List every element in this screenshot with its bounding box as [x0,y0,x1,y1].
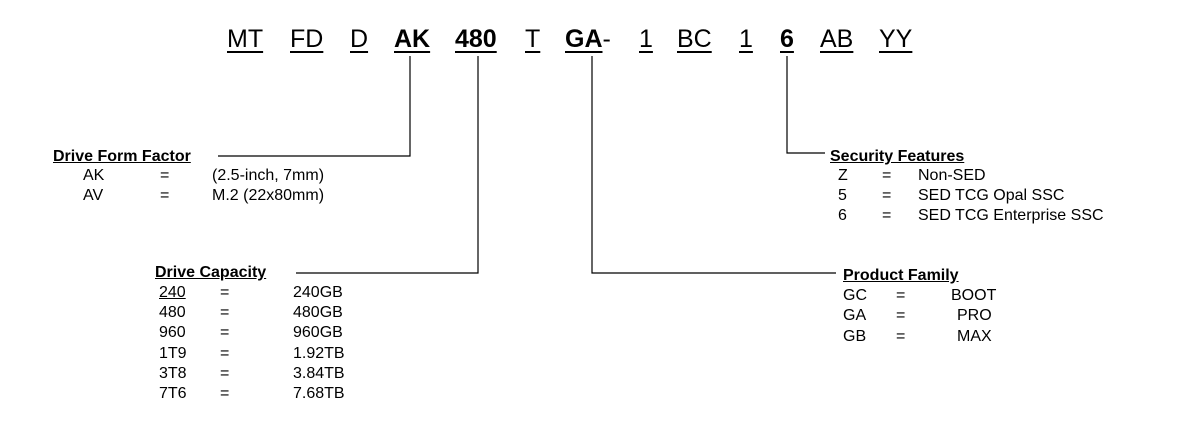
row-code: GC [843,287,867,304]
part-segment-bc: BC [677,25,712,53]
row-code: 5 [838,187,847,204]
row-code: 960 [159,324,186,341]
part-segment-yy: YY [879,25,913,53]
capacity-legend: Drive Capacity 240 = 240GB 480 = 480GB 9… [155,264,375,406]
row-description: Non-SED [918,167,986,184]
part-segment-capacity: 480 [455,25,497,53]
row-description: 480GB [293,304,343,321]
row-code: GB [843,328,867,345]
connector-capacity [296,56,479,274]
row-equals: = [896,328,906,345]
part-number: MT FD D AK 480 T GA- 1 BC 1 6 AB YY [0,0,1178,60]
product-family-legend: Product Family GC = BOOT GA = PRO GB = M… [843,267,1063,349]
row-equals: = [896,287,906,304]
row-equals: = [220,345,230,362]
row-code: 6 [838,207,847,224]
part-segment-ab: AB [820,25,854,53]
row-equals: = [160,187,170,204]
row-description: 3.84TB [293,365,345,382]
part-segment-d: D [350,25,369,53]
connector-form-factor [218,56,411,157]
row-equals: = [896,307,906,324]
row-description: SED TCG Enterprise SSC [918,207,1104,224]
row-equals: = [882,187,892,204]
row-code: AV [83,187,104,204]
part-segment-1b: 1 [739,25,753,53]
row-description: 960GB [293,324,343,341]
row-description: BOOT [951,287,997,304]
connector-security [786,56,825,154]
security-heading: Security Features [830,148,965,165]
part-segment-t: T [525,25,541,53]
row-equals: = [882,167,892,184]
row-equals: = [882,207,892,224]
row-description: 7.68TB [293,385,345,402]
row-equals: = [220,365,230,382]
row-code: 240 [159,284,186,301]
row-description: M.2 (22x80mm) [212,187,325,204]
product-family-heading: Product Family [843,267,959,284]
part-segment-security: 6 [780,25,794,53]
row-code: 1T9 [159,345,187,362]
security-legend: Security Features Z = Non-SED 5 = SED TC… [830,148,1150,230]
row-equals: = [220,385,230,402]
row-equals: = [220,324,230,341]
row-description: 240GB [293,284,343,301]
row-description: MAX [957,328,992,345]
part-segment-fd: FD [290,25,324,53]
row-code: 7T6 [159,385,187,402]
row-equals: = [160,167,170,184]
row-code: 3T8 [159,365,187,382]
row-code: GA [843,307,867,324]
part-segment-mt: MT [227,25,264,53]
form-factor-legend: Drive Form Factor AK = (2.5-inch, 7mm) A… [53,148,373,208]
part-segment-form-factor: AK [394,25,431,53]
part-segment-1a: 1 [639,25,653,53]
row-description: SED TCG Opal SSC [918,187,1065,204]
row-equals: = [220,304,230,321]
row-code: Z [838,167,848,184]
row-description: PRO [957,307,992,324]
connector-product-family [591,56,836,274]
part-segment-product-family: GA- [565,25,611,53]
row-code: 480 [159,304,186,321]
capacity-heading: Drive Capacity [155,264,267,281]
row-code: AK [83,167,105,184]
form-factor-heading: Drive Form Factor [53,148,191,165]
row-description: 1.92TB [293,345,345,362]
row-description: (2.5-inch, 7mm) [212,167,325,184]
row-equals: = [220,284,230,301]
